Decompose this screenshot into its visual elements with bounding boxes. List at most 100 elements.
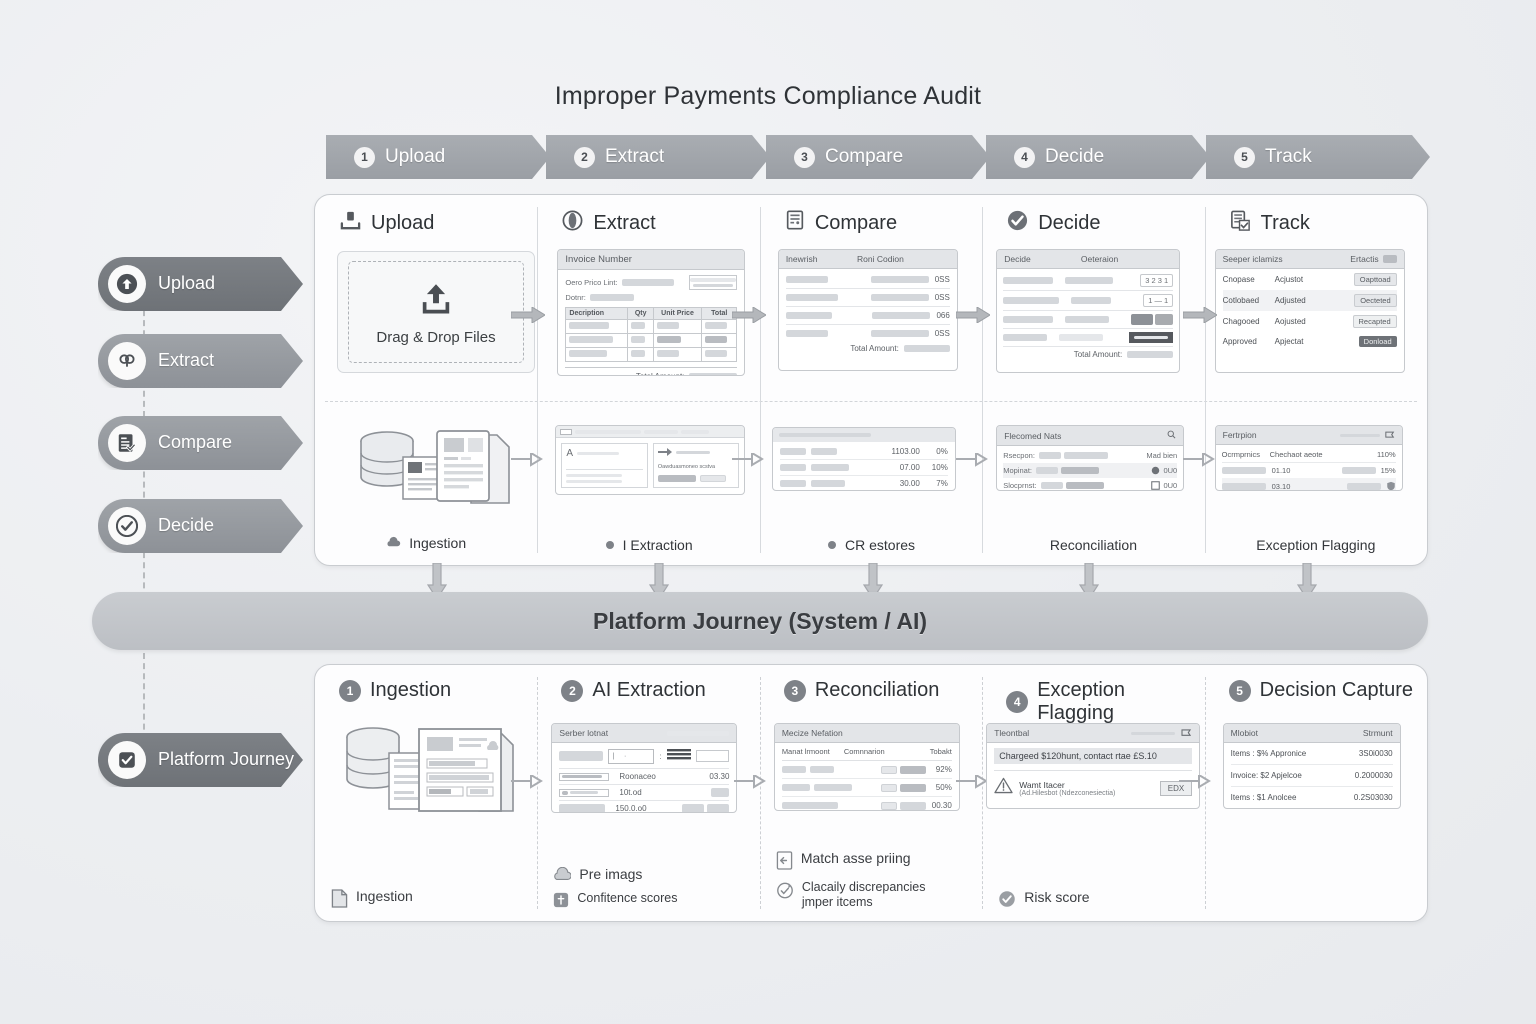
- row-label: Mopinat:: [1003, 466, 1032, 475]
- pj-column-exception-flagging: 4 Exception Flagging Tleontbal Chargeed …: [956, 665, 1204, 921]
- uj-row2-caption-extraction: I Extraction: [537, 537, 759, 553]
- pj-step-number: 2: [561, 679, 584, 702]
- track-status-badge[interactable]: Oecteted: [1354, 294, 1397, 307]
- cloud-upload-icon: [386, 535, 401, 553]
- track-status-badge[interactable]: Oapttoad: [1353, 273, 1397, 286]
- row-pct: 7%: [936, 479, 948, 488]
- rail-chip-label: Extract: [158, 350, 215, 371]
- step-5-track[interactable]: 5 Track: [1206, 135, 1430, 179]
- row-amount: 30.00: [899, 479, 920, 488]
- warn-sub: (Ad.Hilesbot (Ndezconesiectia): [1019, 789, 1116, 797]
- dropzone-label: Drag & Drop Files: [376, 329, 496, 346]
- row-mid: Roonaceo: [619, 772, 656, 781]
- decide-chip[interactable]: 3 2 3 1: [1140, 274, 1174, 287]
- row-value: 0.2S03030: [1353, 793, 1393, 802]
- compare-value: 0SS: [934, 329, 950, 338]
- caption-text: Ingestion: [409, 535, 467, 551]
- uj-column-header: Extract: [537, 195, 759, 238]
- step-number: 4: [1014, 147, 1035, 168]
- check-circle-icon: [776, 881, 794, 902]
- rail-chip-label: Upload: [158, 273, 216, 294]
- track-cell: Acjustot: [1274, 275, 1304, 284]
- uj-column-header: Compare: [760, 195, 982, 237]
- track-status-badge[interactable]: Recapted: [1352, 315, 1397, 328]
- rail-chip-upload[interactable]: Upload: [98, 257, 303, 311]
- track-cell: Adjusted: [1274, 296, 1306, 305]
- invoice-field-label: Oero Prico Lint:: [565, 278, 618, 287]
- flow-arrow-icon: [956, 307, 991, 323]
- row-value: 0.2000030: [1354, 771, 1393, 780]
- decide-chip[interactable]: 1 — 1: [1143, 294, 1174, 307]
- warn-action-button[interactable]: EDX: [1159, 780, 1193, 796]
- row-pct: 50%: [935, 783, 952, 792]
- pj-step-number: 3: [783, 679, 806, 702]
- step-4-decide[interactable]: 4 Decide: [986, 135, 1210, 179]
- pj-column-ingestion: 1 Ingestion: [315, 665, 537, 921]
- uj-row2-caption-crestores: CR estores: [760, 537, 982, 553]
- pj-column-reconciliation: 3 Reconciliation Mecize Nefation Manat l…: [733, 665, 982, 921]
- row-label: Slocprnst:: [1003, 481, 1037, 490]
- col-header: Tobakt: [929, 747, 952, 756]
- compare-col-1: Inewrish: [785, 254, 818, 264]
- checkbox-icon: [1151, 481, 1161, 490]
- step-label: Compare: [825, 146, 904, 167]
- step-1-upload[interactable]: 1 Upload: [326, 135, 550, 179]
- rail-chip-decide[interactable]: Decide: [98, 499, 303, 553]
- page-title: Improper Payments Compliance Audit: [554, 82, 982, 110]
- placeholder-bar: [589, 294, 634, 301]
- uj-column-title: Upload: [371, 212, 435, 234]
- pj-column-title: Decision Capture: [1259, 679, 1414, 701]
- dropzone[interactable]: Drag & Drop Files: [337, 251, 535, 373]
- warning-triangle-icon: [994, 777, 1013, 799]
- row-right: Mad bien: [1146, 451, 1178, 460]
- col-header: Mlobiot: [1230, 728, 1259, 738]
- user-journey-panel: Upload Drag & Drop Files: [314, 194, 1428, 566]
- rail-chip-compare[interactable]: Compare: [98, 416, 303, 470]
- pj-captions-exception-flagging: Risk score: [998, 882, 1196, 911]
- uj-column-upload: Upload Drag & Drop Files: [315, 195, 537, 565]
- track-table-header: Seeper iclamizs Ertactis: [1215, 250, 1404, 269]
- search-icon[interactable]: [1167, 430, 1176, 441]
- exception-title: Fertrpion: [1222, 430, 1257, 440]
- export-button[interactable]: [1382, 255, 1397, 263]
- col-header: Chechaot aeote: [1269, 450, 1323, 459]
- list-document-icon: [784, 209, 806, 237]
- rail-chip-label: Platform Journey: [158, 749, 295, 770]
- track-cell: Cotlobaed: [1222, 296, 1260, 305]
- row-amount: 1103.00: [891, 447, 920, 456]
- caption-text: Match asse priing: [800, 849, 911, 866]
- col-header: Ocrmprnics: [1221, 450, 1260, 459]
- caption-text: Risk score: [1024, 889, 1090, 905]
- window-caption: Oawduasmoneo scstva: [657, 464, 716, 470]
- row-pct: 15%: [1380, 466, 1396, 475]
- row-mid: 03.10: [1271, 481, 1291, 491]
- row-pct: 00.30: [931, 801, 952, 810]
- platform-journey-label: Platform Journey (System / AI): [592, 607, 927, 634]
- rail-chip-platform-journey[interactable]: Platform Journey: [98, 733, 303, 787]
- uj-column-header: Upload: [315, 195, 537, 238]
- scan-eyes-icon: [108, 342, 146, 380]
- extraction-window-mockup: A: [555, 425, 746, 495]
- alert-line: Chargeed $120hunt, contact rtae £S.10: [994, 748, 1193, 764]
- col-header: Manat lrmoont: [781, 747, 830, 756]
- rail-chip-extract[interactable]: Extract: [98, 334, 303, 388]
- placeholder-bar: [693, 284, 734, 287]
- download-button[interactable]: Donload: [1358, 336, 1397, 347]
- platform-journey-banner: Platform Journey (System / AI): [92, 592, 1428, 650]
- uj-column-title: Compare: [814, 211, 898, 234]
- dropzone-inner: Drag & Drop Files: [348, 261, 524, 363]
- compare-col-2: Roni Codion: [857, 254, 904, 264]
- step-2-extract[interactable]: 2 Extract: [546, 135, 770, 179]
- rail-chip-label: Decide: [158, 515, 215, 536]
- pj-column-header: 5 Decision Capture: [1205, 665, 1427, 702]
- step-3-compare[interactable]: 3 Compare: [766, 135, 990, 179]
- flag-icon: [1384, 431, 1394, 438]
- rail-chip-label: Compare: [158, 432, 233, 453]
- pj-column-title: Ingestion: [370, 679, 452, 701]
- check-badge-icon: [1006, 209, 1029, 238]
